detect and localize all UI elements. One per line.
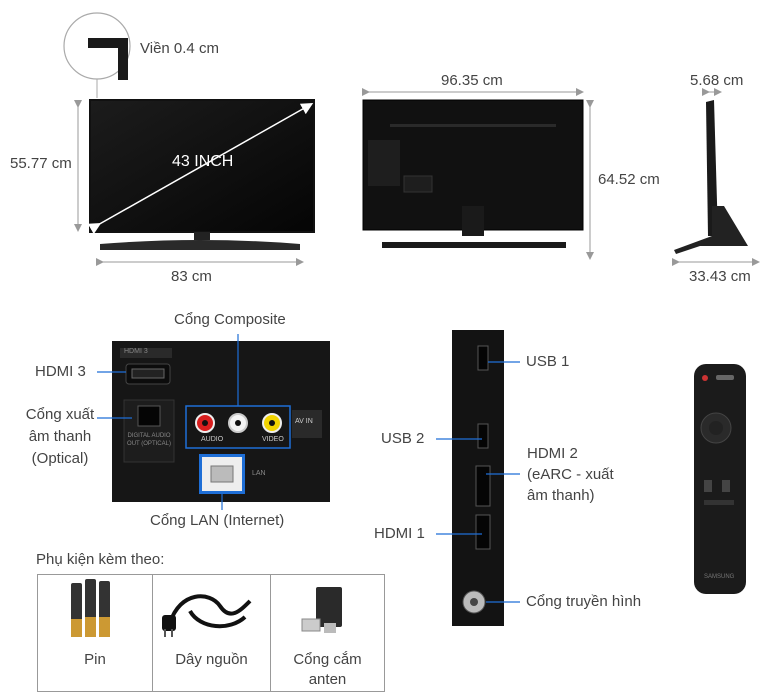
hdmi2-label-line3: âm thanh) (527, 487, 595, 504)
panel-digital-text: DIGITAL AUDIO OUT (OPTICAL) (127, 433, 171, 447)
optical-label-line3: (Optical) (31, 450, 89, 467)
height-back-label: 64.52 cm (598, 171, 660, 188)
accessory-label-antenna-2: anten (308, 671, 347, 688)
width-back-label: 96.35 cm (441, 72, 503, 89)
divider (152, 575, 153, 691)
hdmi1-label: HDMI 1 (374, 525, 425, 542)
accessory-label-battery: Pin (84, 651, 106, 668)
accessories-title: Phụ kiện kèm theo: (36, 551, 165, 568)
panel-avin-text: AV IN (295, 418, 313, 425)
hdmi2-label-line2: (eARC - xuất (527, 466, 614, 483)
optical-label-line2: âm thanh (28, 428, 92, 445)
tv-back (362, 88, 594, 260)
width-front-label: 83 cm (171, 268, 212, 285)
screen-size-label: 43 INCH (172, 153, 234, 170)
panel-video-text: VIDEO (262, 436, 284, 443)
depth-stand-label: 33.43 cm (689, 268, 751, 285)
composite-port-label: Cổng Composite (174, 311, 286, 328)
panel-lan-text: LAN (252, 470, 266, 477)
lan-label: Cổng LAN (Internet) (150, 512, 285, 529)
hdmi2-label-line1: HDMI 2 (527, 445, 578, 462)
remote-control (694, 364, 746, 594)
usb2-label: USB 2 (381, 430, 425, 447)
back-port-panel (97, 334, 330, 510)
optical-label-line1: Cổng xuất (25, 406, 95, 423)
divider (270, 575, 271, 691)
bezel-label: Viền 0.4 cm (140, 40, 219, 57)
panel-audio-text: AUDIO (201, 436, 224, 443)
tv-side (672, 88, 760, 266)
power-cord-icon (162, 594, 252, 637)
antenna-adapter-icon (301, 587, 342, 633)
bezel-zoom (63, 12, 131, 98)
tv-front (74, 99, 315, 266)
antenna-port-label: Cổng truyền hình (526, 593, 642, 610)
height-front-label: 55.77 cm (10, 155, 72, 172)
panel-hdmi3-text: HDMI 3 (124, 348, 148, 355)
remote-brand: SAMSUNG (704, 574, 735, 580)
side-port-panel (436, 330, 520, 626)
accessory-label-power-cord: Dây nguồn (175, 651, 248, 668)
hdmi3-label: HDMI 3 (35, 363, 86, 380)
battery-icon (71, 579, 110, 637)
usb1-label: USB 1 (526, 353, 570, 370)
accessory-label-antenna-1: Cổng cắm (293, 651, 362, 668)
accessories-table: Pin Dây nguồn Cổng cắm anten (37, 574, 385, 692)
depth-top-label: 5.68 cm (690, 72, 744, 89)
